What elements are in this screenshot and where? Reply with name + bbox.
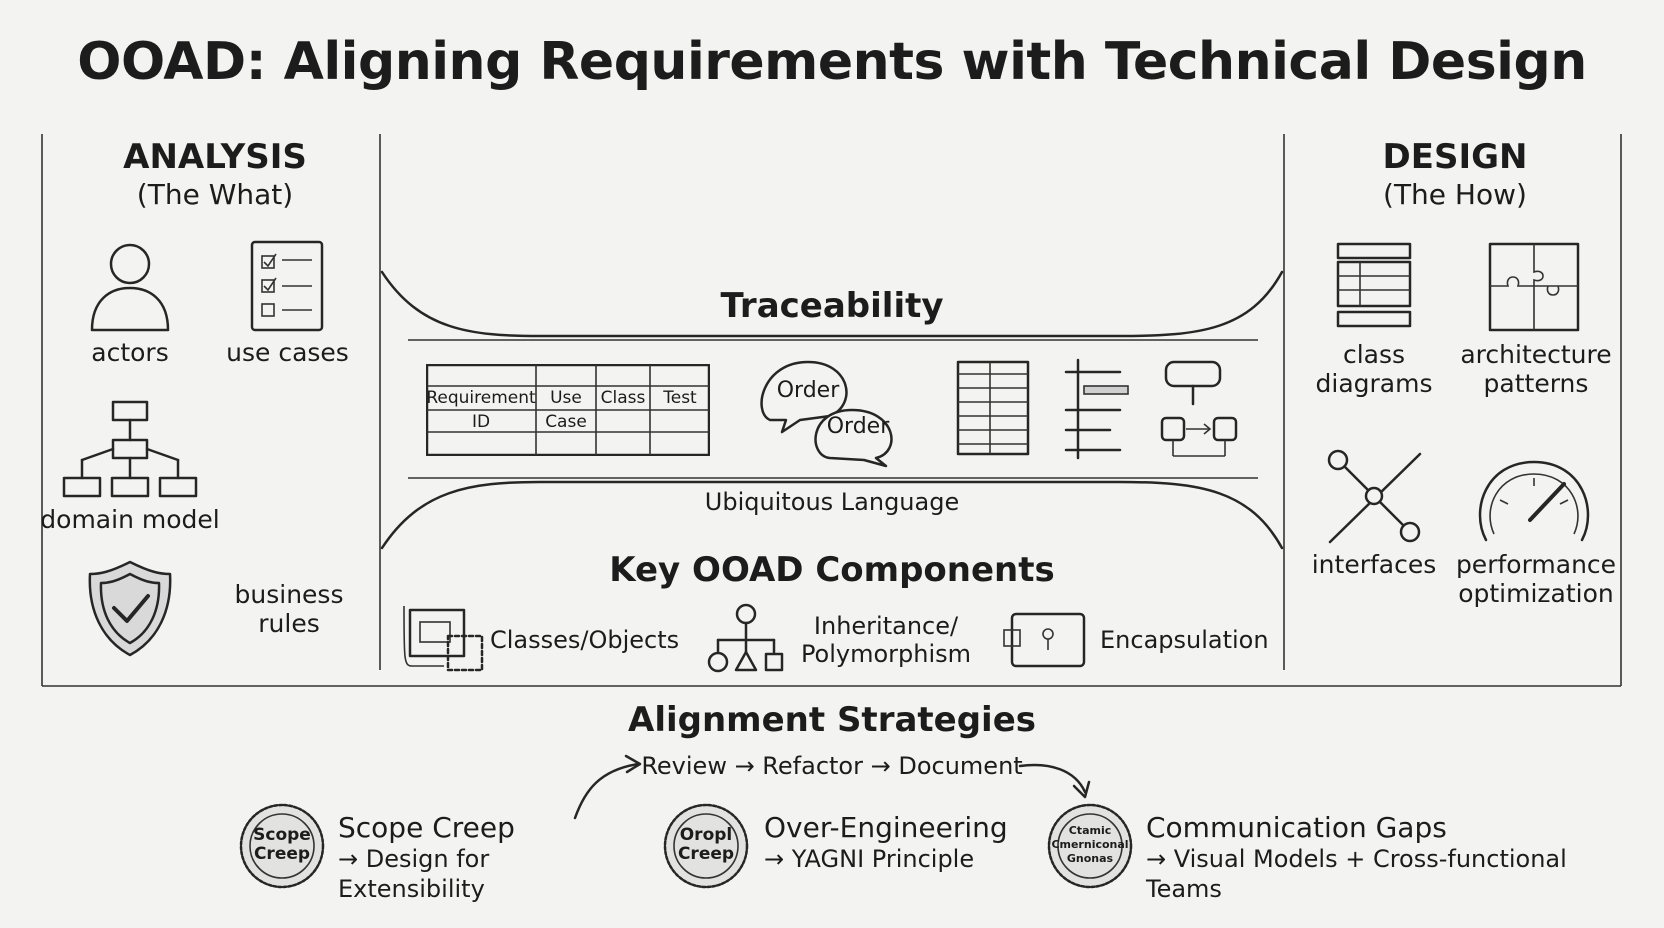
matrix-grid <box>426 364 710 456</box>
performance-optimization-label: performance optimization <box>1452 550 1620 608</box>
traceability-matrix: Requirement Use Class Test ID Case <box>426 364 710 456</box>
actors-label: actors <box>91 338 169 367</box>
analysis-subtitle: (The What) <box>136 178 294 211</box>
inheritance-label: Inheritance/ Polymorphism <box>796 612 976 668</box>
strategy-solution: → YAGNI Principle <box>764 845 975 873</box>
strategy-over-engineering: Over-Engineering → YAGNI Principle <box>764 812 1024 874</box>
performance-line-2: optimization <box>1458 579 1614 608</box>
matrix-header-test: Test <box>663 388 697 408</box>
badge-communication-line-2: Cmerniconal <box>1051 838 1129 851</box>
matrix-cell-case: Case <box>545 412 587 432</box>
strategy-scope-creep: Scope Creep → Design for Extensibility <box>338 812 628 904</box>
alignment-heading: Alignment Strategies <box>628 700 1036 740</box>
design-subtitle: (The How) <box>1383 178 1527 211</box>
class-diagrams-line-2: diagrams <box>1315 369 1433 398</box>
business-rules-line-1: business <box>234 580 344 609</box>
design-heading: DESIGN (The How) <box>1300 138 1610 214</box>
badge-over-engineering: Oropl Creep <box>666 826 746 864</box>
matrix-header-use: Use <box>550 388 582 408</box>
strategy-communication-gaps: Communication Gaps → Visual Models + Cro… <box>1146 812 1626 904</box>
domain-model-label: domain model <box>40 505 220 534</box>
key-components-heading: Key OOAD Components <box>609 550 1055 590</box>
class-diagrams-label: class diagrams <box>1300 340 1448 398</box>
architecture-patterns-label: architecture patterns <box>1452 340 1620 398</box>
badge-communication-gaps: Ctamic Cmerniconal Gnonas <box>1050 824 1130 866</box>
use-cases-label: use cases <box>226 338 349 367</box>
encapsulation-label: Encapsulation <box>1100 626 1269 654</box>
class-diagrams-line-1: class <box>1342 340 1406 369</box>
bubble-word-1: Order <box>776 378 840 403</box>
traceability-heading: Traceability <box>720 286 944 326</box>
architecture-patterns-line-2: patterns <box>1483 369 1589 398</box>
badge-over-engineering-line-1: Oropl <box>679 825 733 845</box>
business-rules-line-2: rules <box>258 609 320 638</box>
business-rules-label: business rules <box>222 580 356 638</box>
strategy-title: Scope Creep <box>338 811 515 844</box>
design-title: DESIGN <box>1382 137 1528 177</box>
strategy-title: Communication Gaps <box>1146 811 1447 844</box>
interfaces-label: interfaces <box>1311 550 1437 579</box>
strategy-title: Over-Engineering <box>764 811 1008 844</box>
strategy-solution: → Visual Models + Cross-functional Teams <box>1146 845 1567 903</box>
ubiquitous-language-label: Ubiquitous Language <box>704 488 960 516</box>
badge-communication-line-3: Gnonas <box>1066 852 1114 865</box>
inheritance-line-2: Polymorphism <box>800 640 972 668</box>
classes-objects-label: Classes/Objects <box>490 626 680 654</box>
analysis-heading: ANALYSIS (The What) <box>60 138 370 214</box>
badge-scope-creep-line-1: Scope <box>253 825 311 845</box>
performance-line-1: performance <box>1455 550 1617 579</box>
inheritance-line-1: Inheritance/ <box>813 612 959 640</box>
badge-over-engineering-line-2: Creep <box>677 844 735 864</box>
matrix-header-requirement: Requirement <box>426 388 536 408</box>
matrix-header-class: Class <box>600 388 646 408</box>
alignment-flow: Review → Refactor → Document <box>641 752 1023 780</box>
matrix-cell-id: ID <box>471 412 491 432</box>
bubble-word-2: Order <box>826 414 890 439</box>
architecture-patterns-line-1: architecture <box>1460 340 1612 369</box>
badge-scope-creep-line-2: Creep <box>253 844 311 864</box>
page-title: OOAD: Aligning Requirements with Technic… <box>77 32 1587 92</box>
badge-scope-creep: Scope Creep <box>242 826 322 864</box>
badge-communication-line-1: Ctamic <box>1068 824 1112 837</box>
analysis-title: ANALYSIS <box>123 137 307 177</box>
strategy-solution: → Design for Extensibility <box>338 845 490 903</box>
